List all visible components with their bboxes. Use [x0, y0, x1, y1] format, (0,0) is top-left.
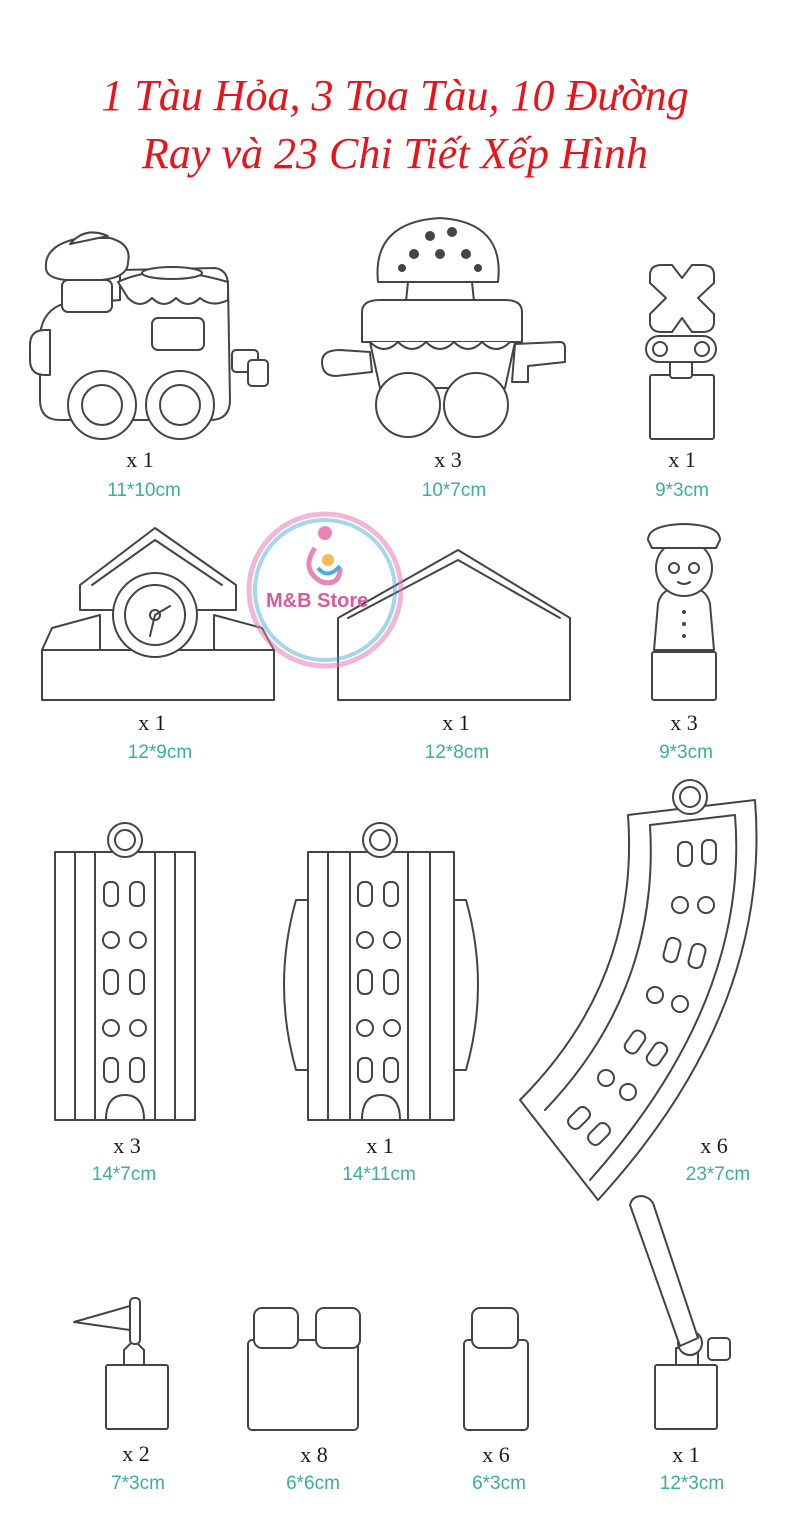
qty-single-brick: x 6 — [482, 1442, 510, 1467]
qty-mushroom-wagon: x 3 — [434, 447, 462, 472]
size-conductor-figure: 9*3cm — [659, 742, 713, 763]
house-roof-illustration — [337, 549, 571, 701]
qty-clock-station: x 1 — [138, 710, 166, 735]
qty-bridge-track: x 1 — [366, 1133, 394, 1158]
size-single-brick: 6*3cm — [472, 1473, 526, 1494]
size-straight-track: 14*7cm — [91, 1164, 157, 1185]
mushroom-wagon-illustration — [321, 217, 566, 438]
qty-house-roof: x 1 — [442, 710, 470, 735]
clock-station-illustration — [41, 527, 275, 701]
qty-barrier-gate: x 1 — [672, 1442, 700, 1467]
qty-locomotive: x 1 — [126, 447, 154, 472]
size-bridge-track: 14*11cm — [342, 1164, 416, 1185]
curved-track-illustration — [519, 779, 758, 1201]
size-clock-station: 12*9cm — [127, 742, 193, 763]
size-house-roof: 12*8cm — [424, 742, 490, 763]
size-flag-block: 7*3cm — [111, 1473, 165, 1494]
title-line-2: Ray và 23 Chi Tiết Xếp Hình — [142, 129, 648, 178]
qty-double-brick: x 8 — [300, 1442, 328, 1467]
barrier-gate-illustration — [629, 1195, 731, 1430]
size-curved-track: 23*7cm — [685, 1164, 751, 1185]
logo-text: M&B Store — [266, 590, 369, 612]
size-crossing-sign: 9*3cm — [655, 480, 709, 501]
size-mushroom-wagon: 10*7cm — [421, 480, 487, 501]
crossing-sign-illustration — [645, 264, 717, 440]
store-logo — [246, 511, 404, 669]
qty-curved-track: x 6 — [700, 1133, 728, 1158]
single-brick-illustration — [463, 1307, 529, 1431]
qty-conductor-figure: x 3 — [670, 710, 698, 735]
size-barrier-gate: 12*3cm — [659, 1473, 725, 1494]
straight-track-illustration — [54, 822, 196, 1121]
bridge-track-illustration — [283, 822, 479, 1121]
qty-flag-block: x 2 — [122, 1441, 150, 1466]
title-line-1: 1 Tàu Hỏa, 3 Toa Tàu, 10 Đường — [101, 71, 689, 120]
size-locomotive: 11*10cm — [107, 480, 181, 501]
conductor-figure-illustration — [647, 523, 721, 701]
flag-block-illustration — [73, 1297, 169, 1430]
qty-straight-track: x 3 — [113, 1133, 141, 1158]
qty-crossing-sign: x 1 — [668, 447, 696, 472]
double-brick-illustration — [247, 1307, 361, 1431]
size-double-brick: 6*6cm — [286, 1473, 340, 1494]
locomotive-illustration — [29, 231, 269, 440]
